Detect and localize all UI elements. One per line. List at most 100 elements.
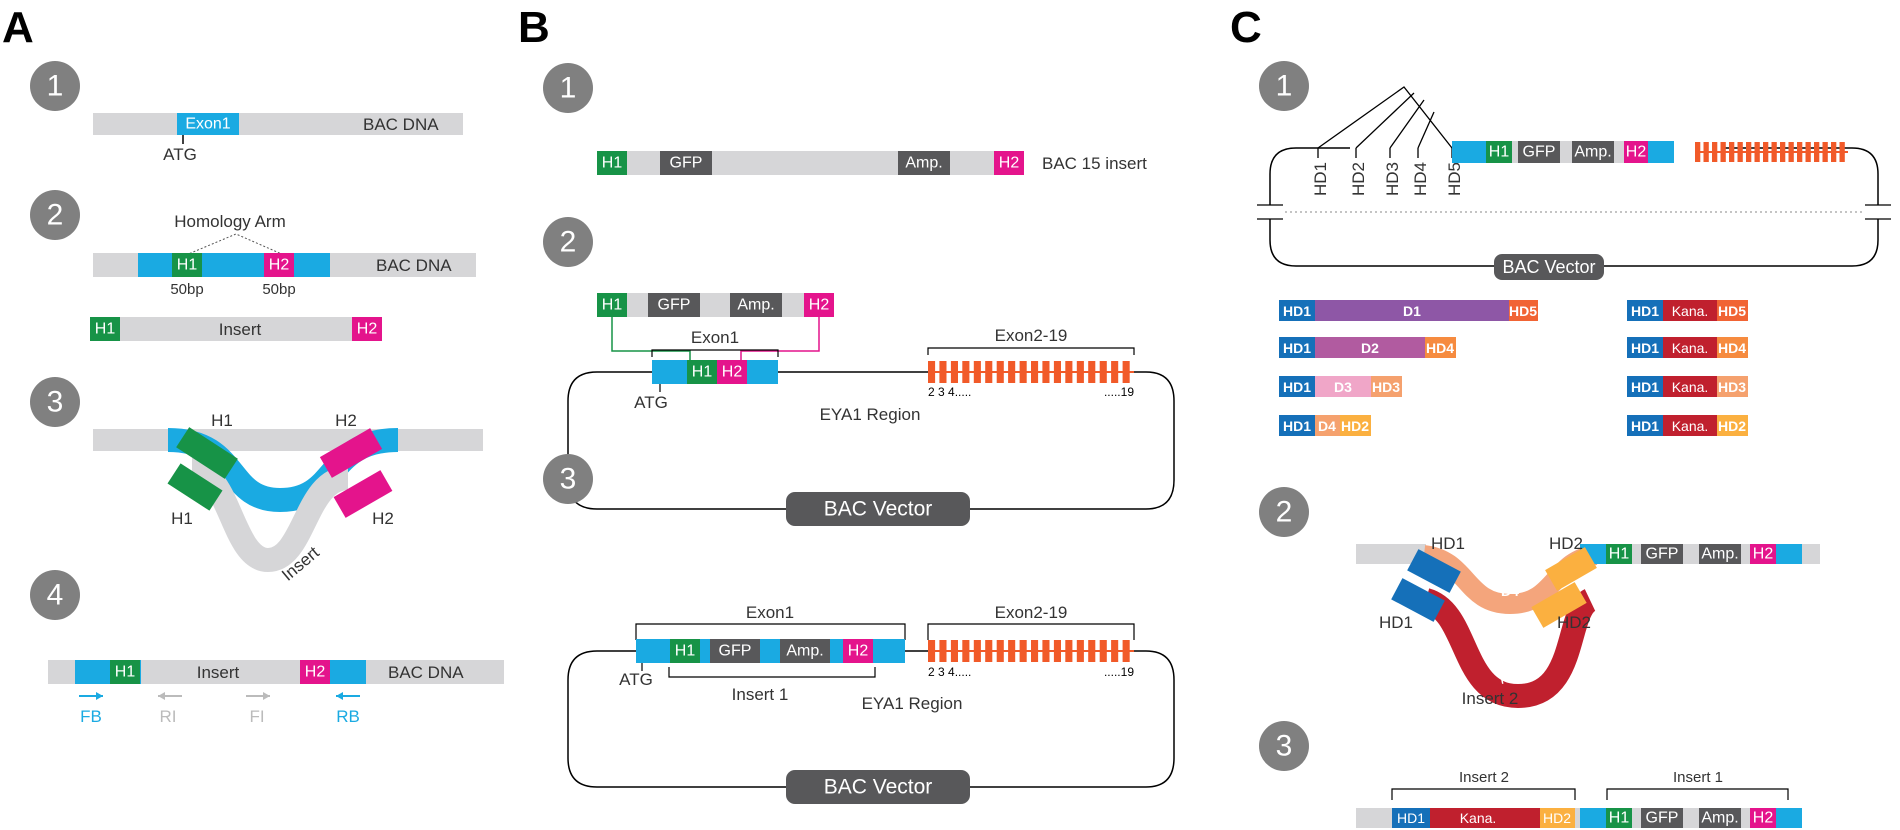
hd5-label-c1: HD5 [1445,162,1464,196]
h2-box-b1 [994,151,1024,175]
hd1-label-c2-bottom: HD1 [1379,613,1413,632]
hd4-label-c1: HD4 [1411,162,1430,196]
exon-stripe [1088,640,1096,662]
amp-label-b1: Amp. [905,155,942,172]
hd1-label-c3: HD1 [1397,810,1425,826]
exon1-bracket-b2 [651,349,779,357]
h1-label-b3: H1 [675,643,696,660]
exon-stripe [928,640,936,662]
h1-label-a2: H1 [177,257,198,274]
exon-stripe [1122,361,1130,383]
h2-box-b2-insert [804,293,834,317]
h1-box-c2 [1606,544,1632,564]
exon-stripe [1839,142,1845,162]
hd1-label-k3: HD1 [1631,379,1659,395]
bac-vector-loop-b3 [567,650,1175,788]
hd2-label-c3: HD2 [1543,810,1571,826]
exon-stripe [1122,640,1130,662]
exon2-19-bracket-b2 [927,347,1135,355]
primer-fb-arrow [79,692,103,700]
step-badge-c2 [1259,487,1309,537]
h1-label-a4: H1 [115,664,136,681]
bac-vector-label-b3: BAC Vector [824,776,933,799]
bac-vector-label-c1: BAC Vector [1502,257,1595,277]
h1-label-c3: H1 [1609,810,1630,827]
primer-rb-label: RB [336,707,360,726]
exon-stripe [928,361,936,383]
primer-fi-label: FI [249,707,264,726]
atg-label-b3: ATG [619,670,653,689]
hd2-box-c3 [1540,808,1575,828]
exon-stripe [973,640,981,662]
primer-fb-label: FB [80,707,102,726]
insert-h2-label-a2: H2 [357,321,378,338]
gfp-box-c3 [1641,808,1683,828]
exon-stripes-b2 [928,361,1134,383]
hd5-label-d1: HD5 [1509,303,1537,319]
exon-stripe [1065,361,1073,383]
panel-label-b: B [518,3,550,52]
h2-label-a2: H2 [269,257,290,274]
hd1-label-k5: HD1 [1631,303,1659,319]
hd2-label-d4: HD2 [1341,418,1369,434]
construct-hd1-d4-hd2 [1279,415,1371,436]
blue-left-c1 [1452,141,1486,163]
insert1-label-b3: Insert 1 [732,685,789,704]
h1-box-a3-bottom [167,463,223,511]
construct-kana-hd3 [1627,376,1748,397]
exon-stripe [1111,640,1119,662]
bac-vector-pill-c1 [1494,254,1604,280]
construct-kana-hd5 [1627,300,1748,321]
exon-stripe [1703,142,1709,162]
bac-dna-label-a4: BAC DNA [388,663,464,682]
primer-ri-label: RI [160,707,177,726]
insert-h1-label-a2: H1 [95,321,116,338]
bac-vector-label-b2: BAC Vector [824,498,933,521]
hd2-label-c2-bottom: HD2 [1557,613,1591,632]
step-badge-b1 [543,63,593,113]
amp-box-b3 [780,639,830,663]
d4-label: D4 [1318,418,1336,434]
gfp-label-b3: GFP [719,643,752,660]
exon-stripe [996,361,1004,383]
exon1-bracket-b3 [635,623,906,640]
h2-label-c3: H2 [1753,810,1774,827]
hd-tick-marks [1317,148,1453,158]
blue-right-c1 [1648,141,1674,163]
homology-arm-connector [185,233,285,256]
h1-box-b2-insert [597,293,627,317]
exon-region-a2 [138,253,330,277]
kana-label-k2: Kana. [1672,418,1709,434]
hd1-label-k4: HD1 [1631,340,1659,356]
exon-numbers-right-b2: .....19 [1104,385,1134,399]
gfp-label-c1: GFP [1523,144,1556,161]
blue-left-c3 [1580,808,1606,828]
insert-label-a2: Insert [219,320,262,339]
construct-kana-hd2 [1627,415,1748,436]
hd5-label-k5: HD5 [1718,303,1746,319]
hd1-label-c1: HD1 [1311,162,1330,196]
bac-dna-bar-a3 [93,429,483,451]
hd1-label-k2: HD1 [1631,418,1659,434]
exon-stripe [939,640,947,662]
step-number-b1: 1 [560,72,577,105]
insert-loop-a3 [189,458,350,573]
h2-box-b2-exon [717,360,747,384]
gfp-box-b2 [648,293,700,317]
h2-label-b1: H2 [999,155,1020,172]
hd1-box-c2-bottom [1391,578,1445,622]
exon-stripe [1780,142,1786,162]
step-number-b2: 2 [560,226,577,259]
amp-label-c3: Amp. [1701,810,1738,827]
exon1-label-a1: Exon1 [185,116,230,133]
exon-stripes-b3 [928,640,1134,662]
amp-label-c1: Amp. [1574,144,1611,161]
exon-stripe [1019,640,1027,662]
gfp-box-c1 [1518,141,1560,163]
exon-stripes-c1 [1695,142,1848,162]
exon-stripe [1099,361,1107,383]
h1-box-a4 [110,660,140,684]
hd3-label-c1: HD3 [1383,162,1402,196]
exon-stripe [1042,361,1050,383]
